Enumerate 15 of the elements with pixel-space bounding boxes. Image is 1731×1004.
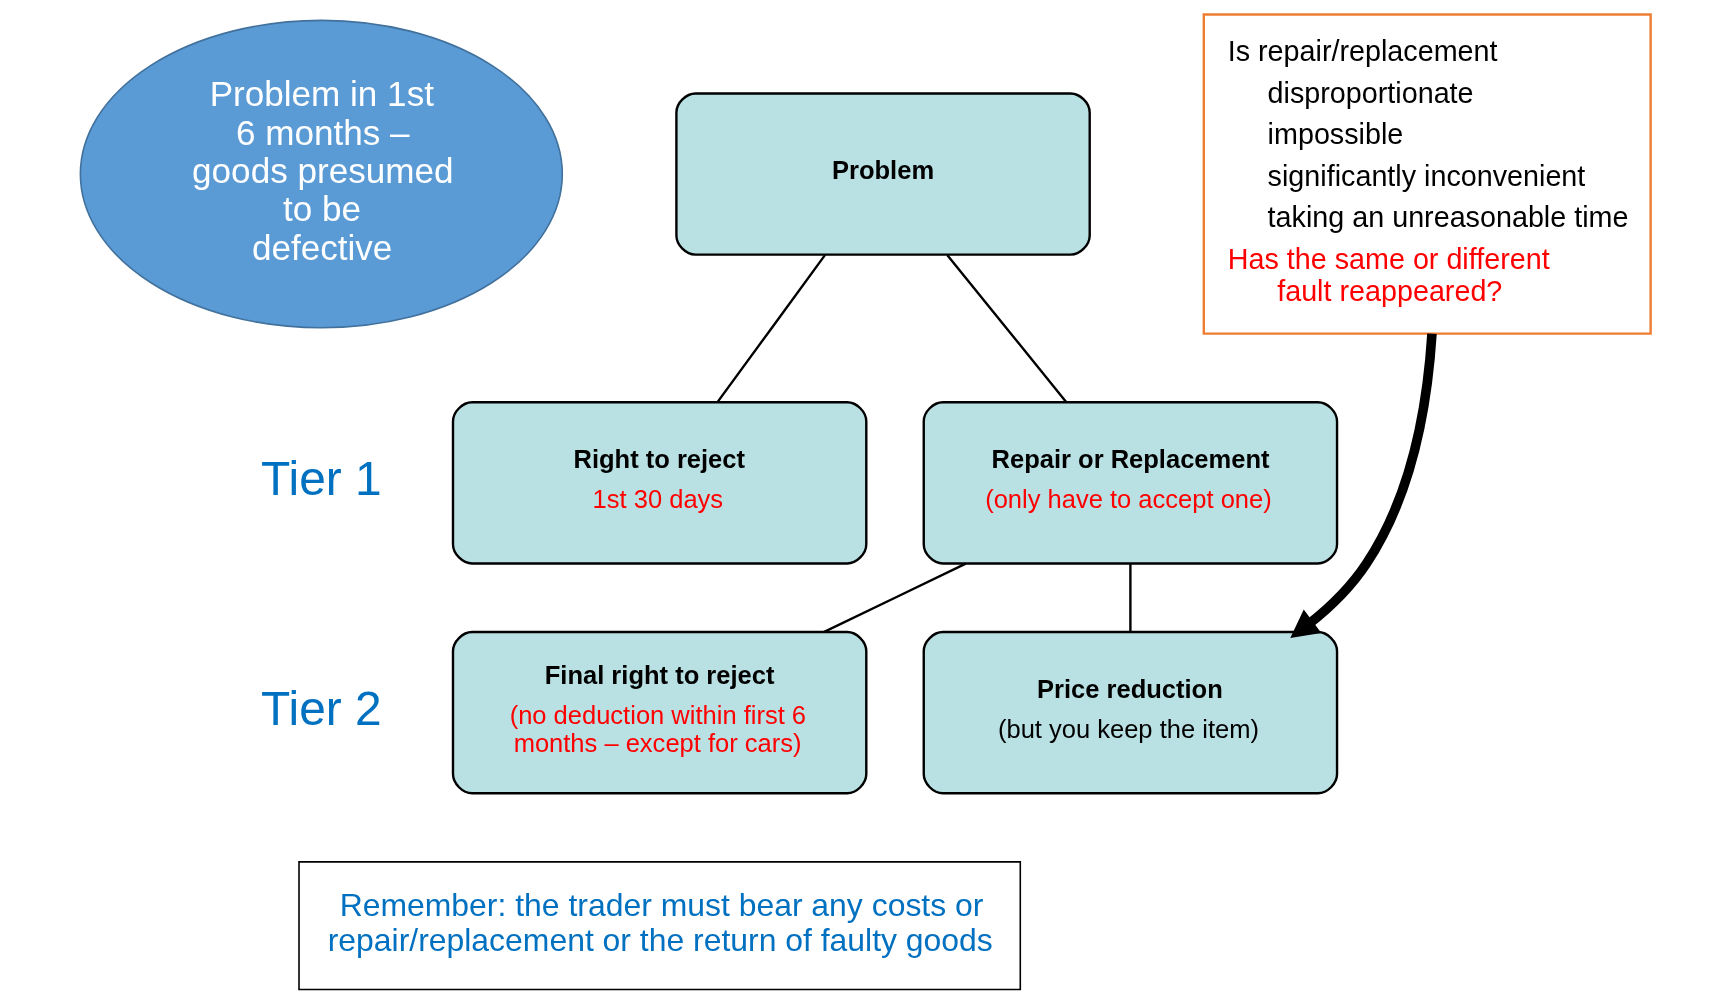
label: Tier 1 bbox=[261, 451, 382, 505]
node-ellipse: Problem in 1st 6 months – goods presumed to be defective bbox=[79, 19, 564, 329]
connector bbox=[946, 254, 1068, 403]
node-box: Is repair/replacement disproportionate impossible significantly inconvenient taking an unreasonable time Has the same or different fault reappeared? bbox=[1202, 13, 1652, 335]
label: Tier 2 bbox=[261, 681, 382, 735]
node-box: Final right to reject (no deduction within first 6 months – except for cars) bbox=[451, 630, 868, 795]
node-box: Repair or Replacement (only have to accept one) bbox=[922, 401, 1339, 565]
node-box: Problem bbox=[675, 92, 1091, 256]
arrow bbox=[1290, 333, 1437, 638]
node-box: Right to reject 1st 30 days bbox=[451, 401, 868, 565]
connector bbox=[1129, 563, 1132, 632]
node-box: Remember: the trader must bear any costs or repair/replacement or the return of faulty goods bbox=[298, 861, 1022, 991]
node-box: Price reduction (but you keep the item) bbox=[922, 630, 1339, 795]
connector bbox=[823, 562, 967, 633]
connector bbox=[716, 254, 826, 403]
